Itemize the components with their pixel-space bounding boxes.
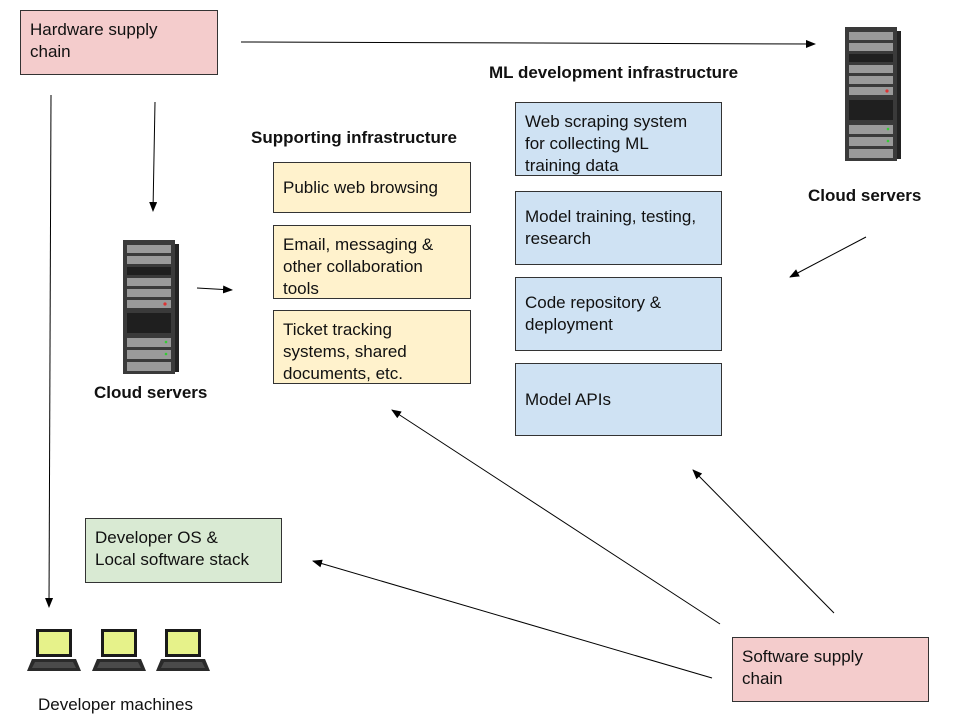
arrow-software-to-ml — [692, 469, 835, 614]
arrow-left-servers-to-supporting — [196, 285, 233, 294]
software-supply-chain-box: Software supply chain — [732, 637, 929, 702]
code-repository-box: Code repository & deployment — [515, 277, 722, 351]
laptop-icon — [156, 629, 210, 671]
arrow-hardware-to-left-servers — [149, 101, 158, 212]
web-scraping-box: Web scraping system for collecting ML tr… — [515, 102, 722, 176]
arrow-hardware-to-right-servers — [240, 39, 816, 48]
right-cloud-servers-label: Cloud servers — [808, 186, 922, 205]
arrow-hardware-to-developer-machines — [45, 94, 54, 608]
model-training-box: Model training, testing, research — [515, 191, 722, 265]
email-messaging-box: Email, messaging & other collaboration t… — [273, 225, 471, 299]
hardware-supply-chain-box: Hardware supply chain — [20, 10, 218, 75]
public-web-browsing-box: Public web browsing — [273, 162, 471, 213]
model-apis-box: Model APIs — [515, 363, 722, 436]
developer-machines-label: Developer machines — [38, 695, 193, 714]
left-cloud-servers-label: Cloud servers — [94, 383, 208, 402]
server-rack-icon — [845, 27, 901, 161]
ml-infrastructure-heading: ML development infrastructure — [489, 63, 739, 82]
arrow-software-to-developer-os — [312, 559, 713, 679]
arrow-right-servers-to-ml — [789, 236, 867, 278]
developer-os-stack-box: Developer OS & Local software stack — [85, 518, 282, 583]
arrow-software-to-supporting — [391, 409, 721, 625]
laptop-icon — [27, 629, 81, 671]
server-rack-icon — [123, 240, 179, 374]
ticket-tracking-box: Ticket tracking systems, shared document… — [273, 310, 471, 384]
supporting-infrastructure-heading: Supporting infrastructure — [251, 128, 457, 147]
laptop-icon — [92, 629, 146, 671]
